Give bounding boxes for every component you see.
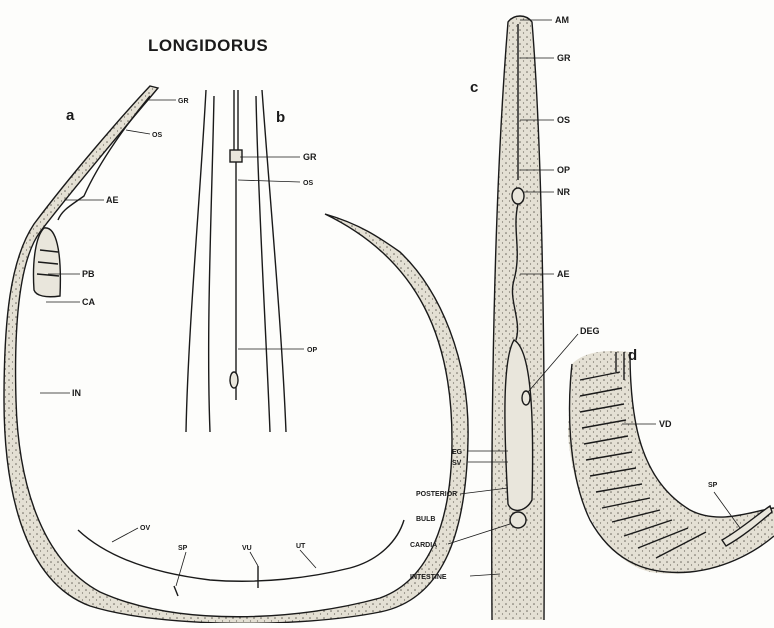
label-a-gr: GR	[178, 98, 189, 105]
label-d-sp: SP	[708, 482, 718, 489]
label-a-ov: OV	[140, 525, 150, 532]
label-c-posterior: POSTERIOR	[416, 491, 457, 498]
leader-a-sp	[176, 552, 186, 586]
panel-a-reproductive-tract	[78, 520, 404, 581]
figure-title: LONGIDORUS	[148, 36, 268, 55]
label-a-ca: CA	[82, 297, 95, 307]
label-a-ut: UT	[296, 543, 306, 550]
label-b-op: OP	[307, 347, 317, 354]
panel-b-head: b GR OS OP	[186, 90, 317, 432]
panel-b-outer-wall-left	[186, 90, 206, 432]
label-a-in: IN	[72, 388, 81, 398]
panel-d-letter: d	[628, 347, 637, 364]
label-c-am: AM	[555, 15, 569, 25]
panel-b-inner-wall-left	[209, 96, 214, 432]
panel-a-spermatheca-mark	[174, 586, 178, 596]
label-b-gr: GR	[303, 152, 317, 162]
label-c-intestine: INTESTINE	[410, 574, 447, 581]
panel-b-guide-ring	[230, 150, 242, 162]
label-c-op: OP	[557, 165, 570, 175]
panel-c-cardia	[510, 512, 526, 528]
label-a-pb: PB	[82, 269, 95, 279]
label-c-nr: NR	[557, 187, 570, 197]
label-c-deg: DEG	[580, 326, 600, 336]
panel-c-letter: c	[470, 79, 478, 96]
panel-c-nerve-ring	[512, 188, 524, 204]
label-a-ae: AE	[106, 195, 119, 205]
label-c-bulb: BULB	[416, 516, 435, 523]
label-c-ae: AE	[557, 269, 570, 279]
panel-c-deg-nucleus	[522, 391, 530, 405]
panel-b-odontophore-base	[230, 372, 238, 388]
panel-b-letter: b	[276, 109, 285, 126]
panel-b-outer-wall-right	[262, 90, 286, 432]
label-c-os: OS	[557, 115, 570, 125]
label-c-eg: EG	[452, 449, 463, 456]
panel-b-odontostyle	[234, 90, 238, 400]
leader-a-ut	[300, 550, 316, 568]
panel-b-inner-wall-right	[256, 96, 270, 432]
leader-a-ov	[112, 528, 138, 542]
label-c-gr: GR	[557, 53, 571, 63]
label-a-sp: SP	[178, 545, 188, 552]
leader-a-os	[126, 130, 150, 134]
panel-d-male-tail: d VD SP	[568, 347, 774, 574]
label-d-vd: VD	[659, 419, 672, 429]
label-c-sv: SV	[452, 460, 462, 467]
label-b-os: OS	[303, 180, 313, 187]
label-c-cardia: CARDIA	[410, 542, 437, 549]
label-a-os: OS	[152, 132, 162, 139]
leader-a-vu	[250, 552, 258, 566]
panel-a-letter: a	[66, 107, 75, 124]
panel-d-tail-fill	[568, 351, 774, 574]
label-a-vu: VU	[242, 545, 252, 552]
